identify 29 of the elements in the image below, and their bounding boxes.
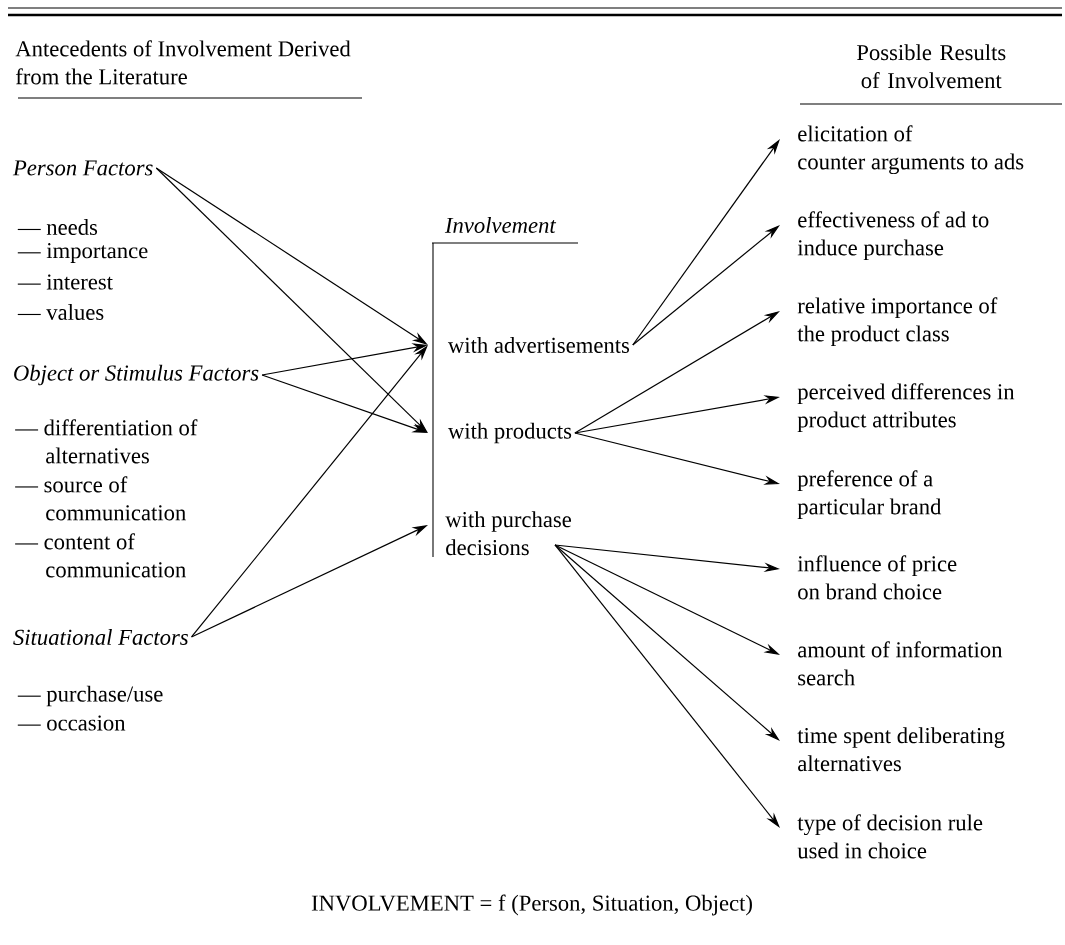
factor-heading: Object or Stimulus Factors: [14, 364, 259, 386]
result-text: time spent deliberating alternatives: [797, 727, 1005, 772]
list-item: — needs: [17, 219, 98, 235]
list-item: — source of communication: [15, 476, 186, 521]
column-heading: Antecedents of Involvement Derived from the Literature: [15, 40, 351, 85]
involvement-item: with products: [447, 422, 572, 444]
result-text: relative importance of the product class: [797, 297, 998, 347]
list-item: — interest: [17, 274, 113, 290]
list-item: — differentiation of alternatives: [15, 419, 198, 464]
result-text: elicitation of counter arguments to ads: [798, 125, 1024, 175]
factor-heading: Person Factors: [12, 160, 153, 176]
result-text: perceived differences in product attributes: [797, 383, 1015, 433]
list-item: — importance: [17, 243, 148, 263]
list-item: — occasion: [17, 715, 126, 731]
list-item: — content of communication: [15, 533, 186, 578]
group-heading: Involvement: [444, 217, 557, 233]
result-text: effectiveness of ad to induce purchase: [797, 211, 989, 261]
caption: INVOLVEMENT = f (Person, Situation, Object): [311, 894, 752, 916]
result-text: amount of information search: [798, 641, 1003, 686]
column-heading: Possible Results of Involvement: [857, 44, 1006, 89]
result-text: influence of price on brand choice: [797, 555, 957, 600]
result-text: type of decision rule used in choice: [797, 814, 983, 859]
arrow: [155, 167, 428, 433]
involvement-item: with purchase decisions: [445, 511, 571, 556]
result-text: preference of a particular brand: [797, 470, 942, 520]
list-item: — values: [17, 304, 104, 320]
factor-heading: Situational Factors: [13, 629, 188, 645]
involvement-item: with advertisements: [447, 337, 630, 353]
list-item: — purchase/use: [17, 685, 163, 707]
